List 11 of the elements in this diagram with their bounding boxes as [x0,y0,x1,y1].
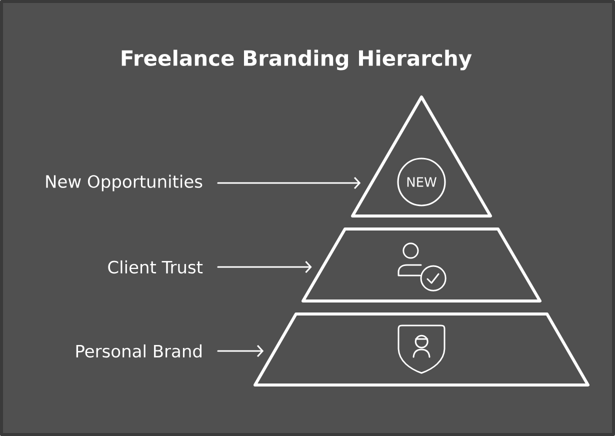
title: Freelance Branding Hierarchy [122,50,472,70]
tier-label: Personal Brand [76,344,202,358]
pyramid-tier [351,96,492,218]
tier-label: New Opportunities [46,174,202,192]
arrow [217,344,264,358]
arrow [217,260,312,274]
arrow [217,176,361,190]
circle-badge: NEW [397,158,446,206]
pyramid-tier [302,228,542,302]
pyramid-tier [254,312,590,386]
tier-label: Client Trust [108,260,203,274]
